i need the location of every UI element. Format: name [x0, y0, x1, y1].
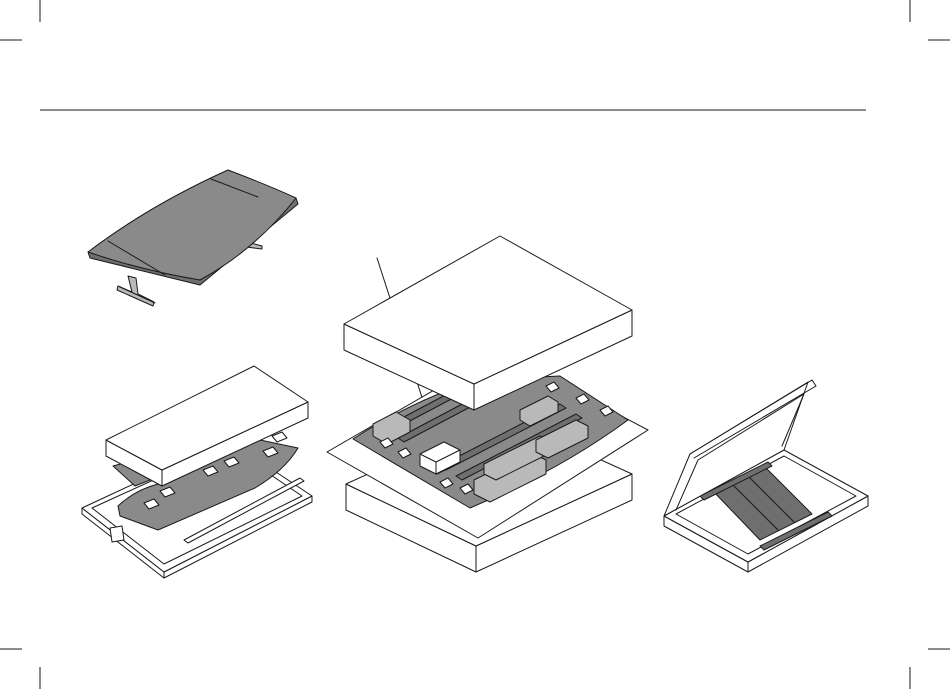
small-carton-exploded-illustration	[82, 366, 312, 578]
base-box-open-illustration	[664, 380, 868, 572]
table-assembled-illustration	[88, 170, 298, 306]
large-carton-exploded-illustration	[327, 236, 648, 572]
